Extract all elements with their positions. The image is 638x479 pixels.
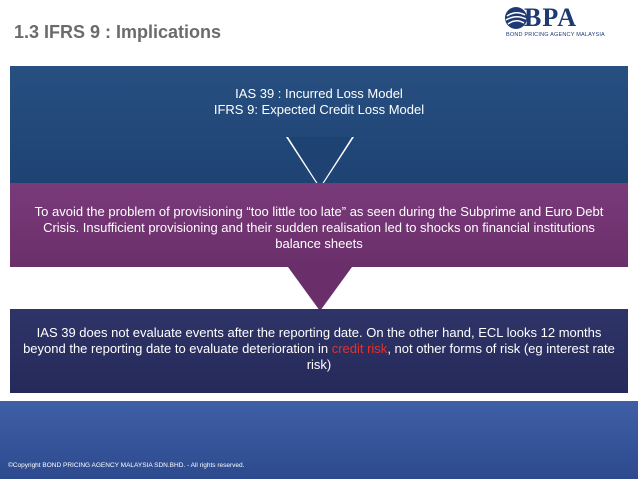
down-arrow-2 [288,267,352,311]
bpa-logo: BPA BOND PRICING AGENCY MALAYSIA [504,4,624,40]
logo-subtitle: BOND PRICING AGENCY MALAYSIA [506,32,605,38]
footer-copyright: ©Copyright BOND PRICING AGENCY MALAYSIA … [8,462,245,469]
ecl-text-before: IAS 39 does not evaluate events after th… [23,325,602,356]
purpose-box: To avoid the problem of provisioning “to… [10,183,628,267]
ifrs9-model-line: IFRS 9: Expected Credit Loss Model [213,102,425,117]
logo-globe-icon [505,7,527,29]
ias39-model-line: IAS 39 : Incurred Loss Model [235,86,403,101]
ecl-scope-text: IAS 39 does not evaluate events after th… [20,325,618,373]
purpose-text: To avoid the problem of provisioning “to… [34,204,604,251]
down-arrow-1 [288,137,352,187]
ecl-scope-box: IAS 39 does not evaluate events after th… [10,309,628,393]
footer-band [0,401,638,479]
ecl-text-after: , not other forms of risk (eg interest r… [306,341,615,372]
credit-risk-highlight: credit risk [331,341,388,356]
logo-text: BPA [524,3,578,32]
slide-title: 1.3 IFRS 9 : Implications [14,22,222,42]
